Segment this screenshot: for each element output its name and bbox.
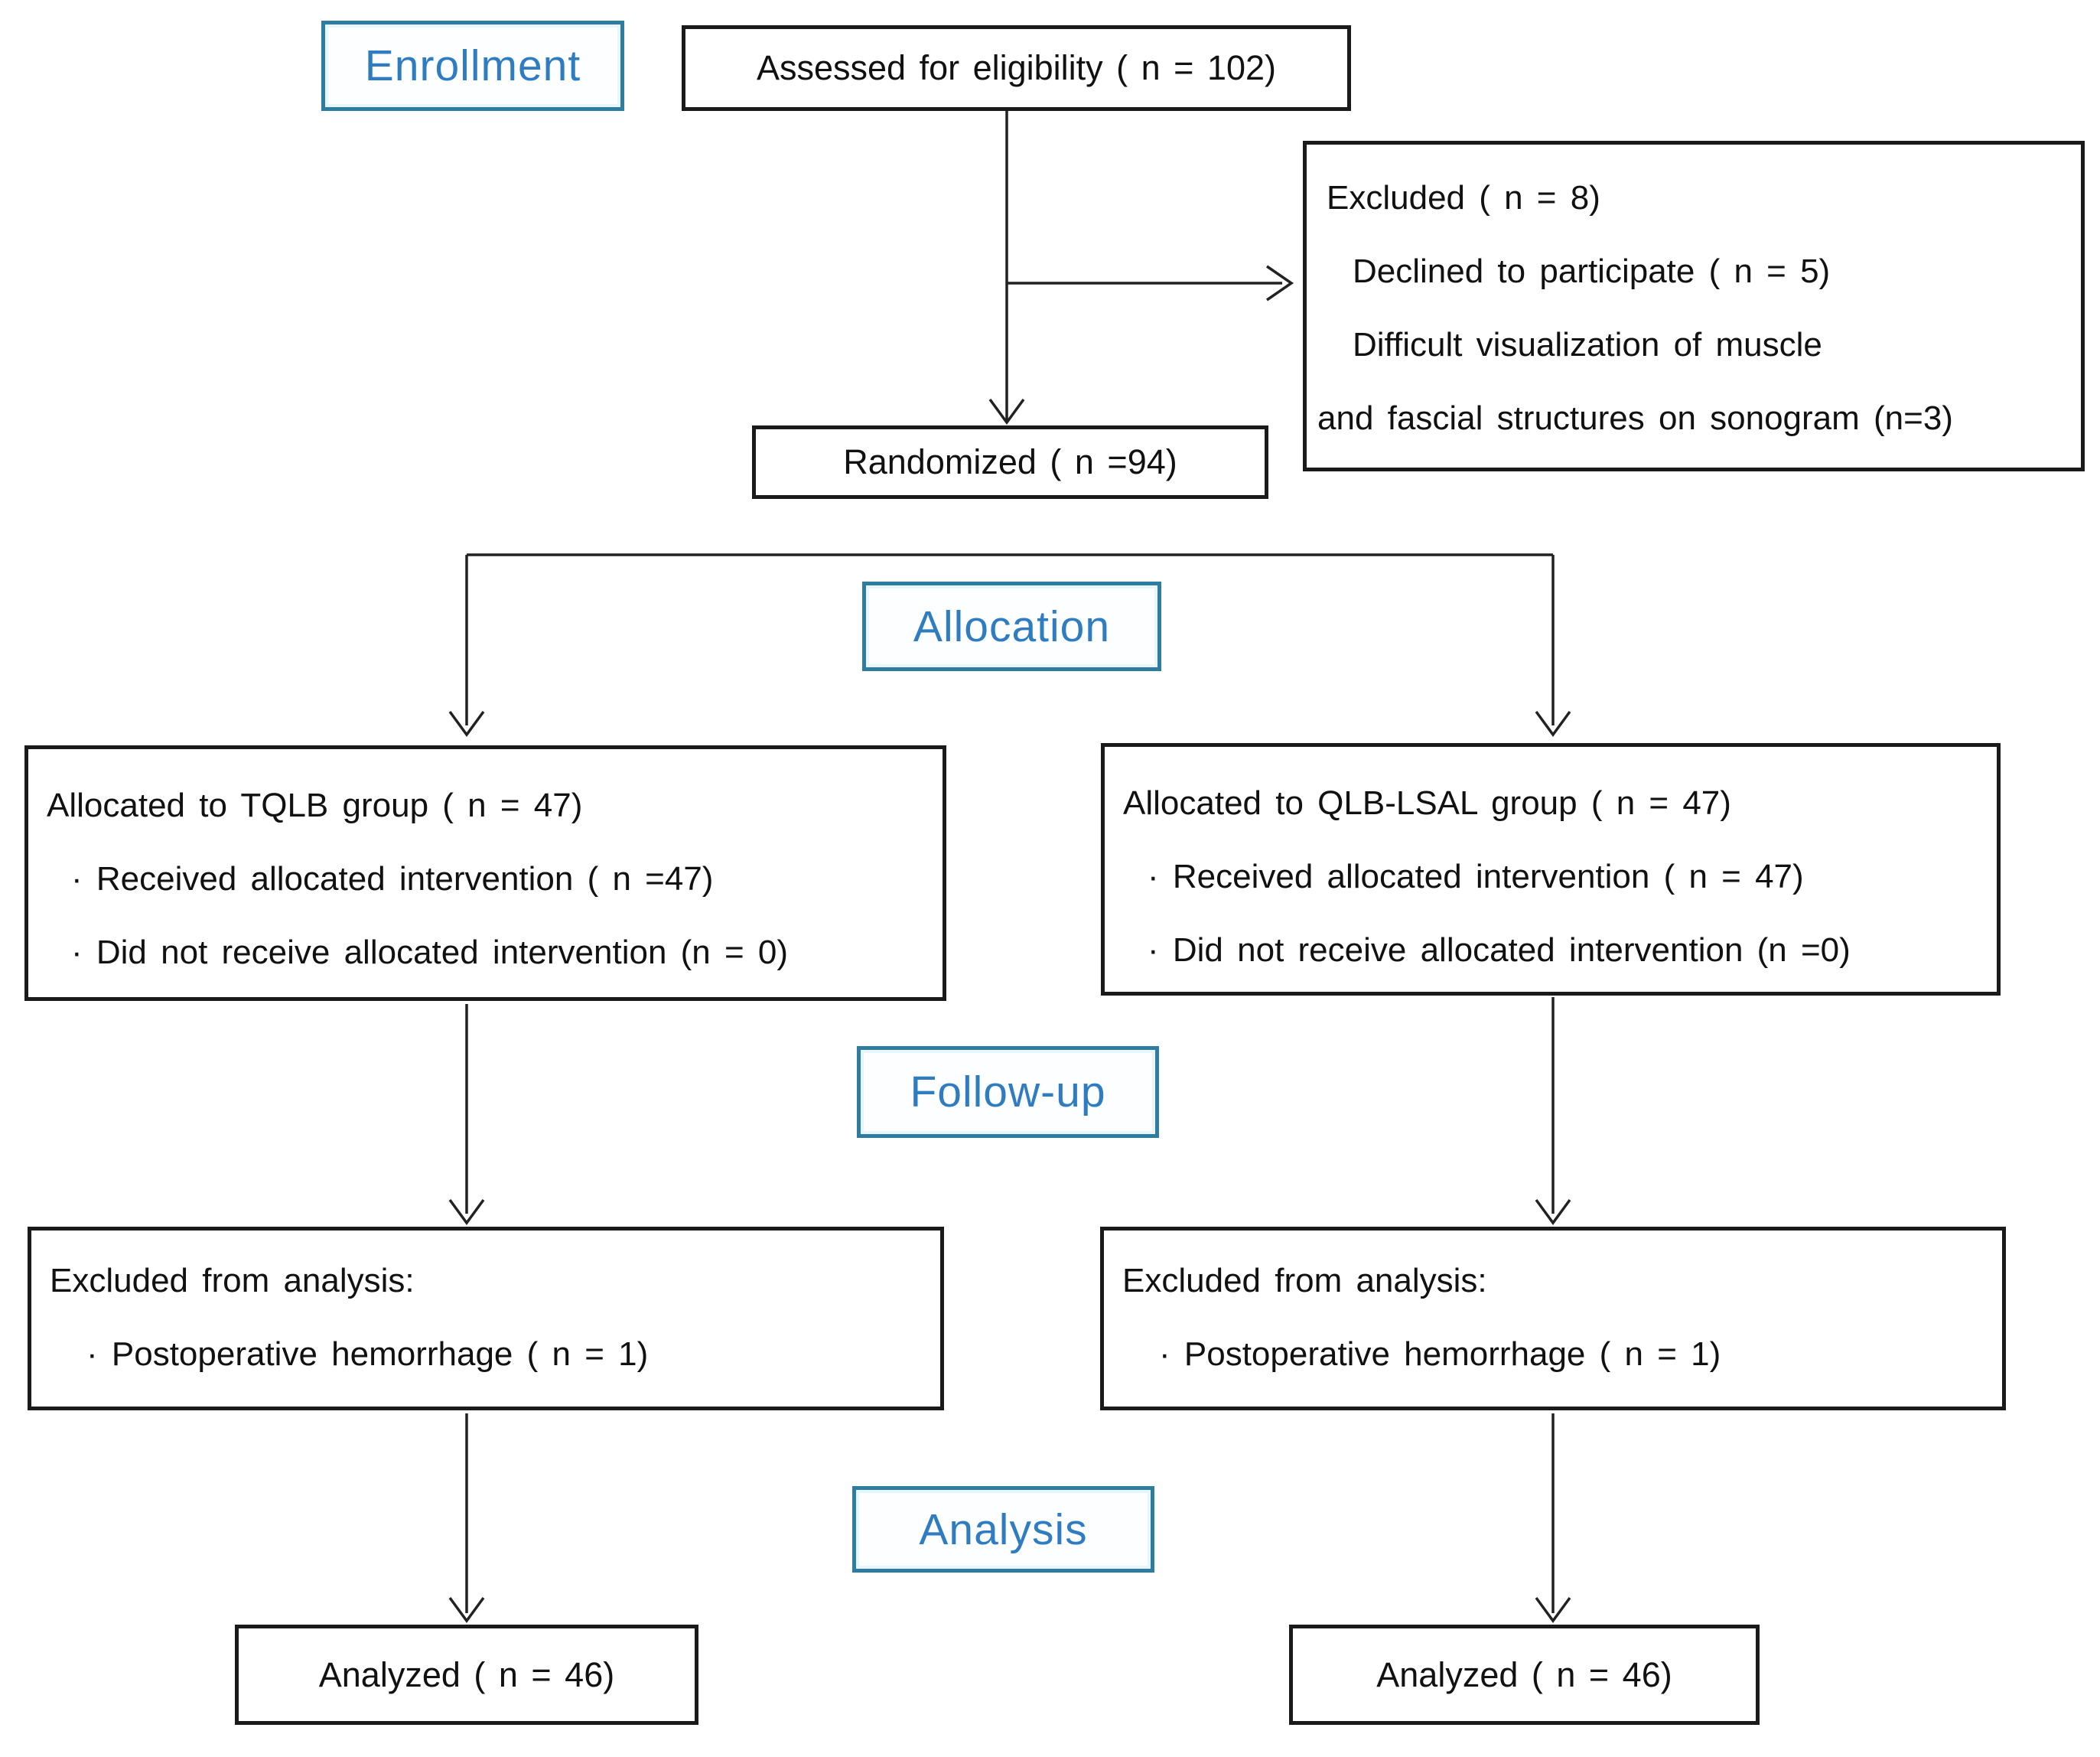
box-analyzed-right-text: Analyzed ( n = 46)	[1376, 1654, 1672, 1694]
arrowhead-down-analyzed-left	[448, 1596, 485, 1623]
box-analyzed-left: Analyzed ( n = 46)	[235, 1625, 698, 1725]
alloc-right-line-3: · Did not receive allocated intervention…	[1148, 931, 1851, 969]
alloc-right-line-1: Allocated to QLB-LSAL group ( n = 47)	[1123, 784, 1731, 822]
alloc-left-line-2: · Received allocated intervention ( n =4…	[71, 860, 714, 898]
arrowhead-right-excluded	[1266, 265, 1294, 302]
stage-label-allocation-text: Allocation	[913, 601, 1111, 651]
arrowhead-down-alloc-left	[448, 710, 485, 737]
box-analyzed-right: Analyzed ( n = 46)	[1289, 1625, 1760, 1725]
box-allocated-tqlb: Allocated to TQLB group ( n = 47) · Rece…	[24, 745, 946, 1001]
stage-label-analysis: Analysis	[852, 1486, 1154, 1573]
box-excluded-analysis-right: Excluded from analysis: · Postoperative …	[1100, 1227, 2006, 1410]
stage-label-followup-text: Follow-up	[910, 1068, 1106, 1116]
excluded-line-3: Difficult visualization of muscle	[1353, 326, 1822, 363]
box-randomized-text: Randomized ( n =94)	[843, 442, 1177, 481]
arrowhead-down-randomized	[988, 398, 1025, 425]
stage-label-followup: Follow-up	[857, 1046, 1159, 1138]
stage-label-allocation: Allocation	[862, 582, 1161, 671]
excl-right-line-2: · Postoperative hemorrhage ( n = 1)	[1159, 1335, 1721, 1373]
stage-label-enrollment: Enrollment	[321, 21, 624, 111]
excl-left-line-1: Excluded from analysis:	[50, 1262, 415, 1299]
arrowhead-down-analyzed-right	[1535, 1596, 1571, 1623]
excluded-line-4: and fascial structures on sonogram (n=3)	[1317, 399, 1953, 437]
excl-right-line-1: Excluded from analysis:	[1122, 1262, 1487, 1299]
arrowhead-down-alloc-right	[1535, 710, 1571, 737]
stage-label-analysis-text: Analysis	[919, 1504, 1088, 1554]
excl-left-line-2: · Postoperative hemorrhage ( n = 1)	[86, 1335, 649, 1373]
box-allocated-qlb-lsal: Allocated to QLB-LSAL group ( n = 47) · …	[1101, 743, 2001, 996]
box-randomized: Randomized ( n =94)	[752, 425, 1268, 499]
stage-label-enrollment-text: Enrollment	[364, 41, 581, 90]
arrowhead-down-followup-left	[448, 1198, 485, 1225]
arrowhead-down-followup-right	[1535, 1198, 1571, 1225]
alloc-left-line-3: · Did not receive allocated intervention…	[71, 934, 789, 971]
box-excluded: Excluded ( n = 8) Declined to participat…	[1303, 141, 2085, 471]
alloc-right-line-2: · Received allocated intervention ( n = …	[1148, 858, 1804, 895]
alloc-left-line-1: Allocated to TQLB group ( n = 47)	[47, 787, 583, 824]
box-assessed-eligibility: Assessed for eligibility ( n = 102)	[682, 25, 1351, 111]
box-assessed-eligibility-text: Assessed for eligibility ( n = 102)	[756, 48, 1277, 87]
excluded-line-2: Declined to participate ( n = 5)	[1353, 253, 1831, 290]
box-analyzed-left-text: Analyzed ( n = 46)	[318, 1654, 615, 1694]
box-excluded-analysis-left: Excluded from analysis: · Postoperative …	[28, 1227, 944, 1410]
excluded-line-1: Excluded ( n = 8)	[1327, 179, 1600, 217]
